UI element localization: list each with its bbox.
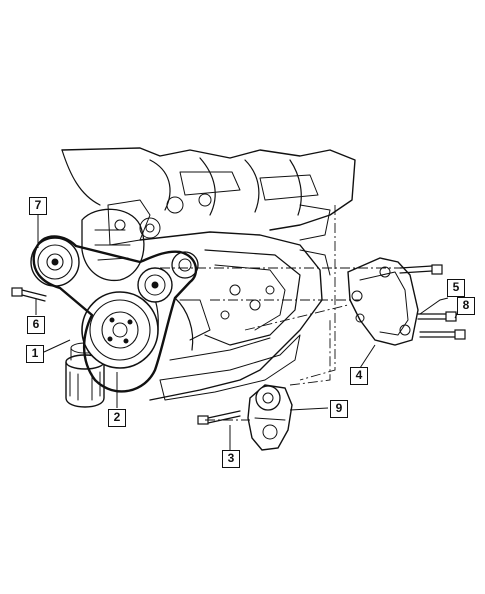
mounting-bracket: [347, 257, 419, 346]
idler-pulley: [137, 251, 199, 303]
callout-4: 4: [350, 367, 368, 385]
bolt-5: [417, 311, 457, 322]
callout-6: 6: [27, 316, 45, 334]
callout-1: 1: [26, 345, 44, 363]
intake-manifold: [61, 147, 356, 246]
crankshaft-damper: [81, 281, 159, 369]
bolt-3: [197, 410, 241, 425]
callout-9: 9: [330, 400, 348, 418]
alternator: [30, 208, 145, 287]
leader-lines: [35, 215, 459, 450]
callout-8: 8: [457, 297, 475, 315]
callout-7: 7: [29, 197, 47, 215]
callout-5: 5: [447, 279, 465, 297]
bolt-6: [11, 287, 47, 302]
callout-2: 2: [108, 409, 126, 427]
callout-3: 3: [222, 450, 240, 468]
belt-tensioner: [247, 384, 293, 451]
alignment-lines: [160, 205, 400, 421]
bolt-8: [419, 329, 466, 340]
serpentine-belt: [32, 235, 198, 393]
bolt-upper-right: [399, 264, 443, 275]
